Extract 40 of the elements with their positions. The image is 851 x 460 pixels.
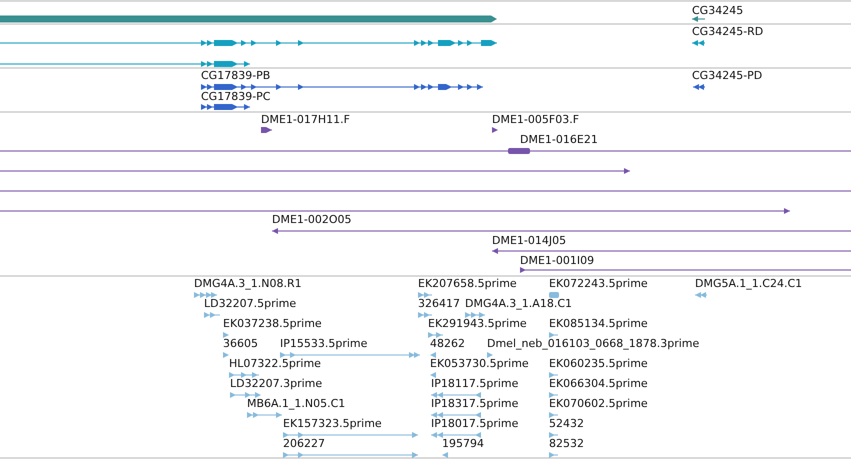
feature-label: 36605 [223, 337, 258, 350]
feature-label: 52432 [549, 417, 584, 430]
feature-label: 206227 [283, 437, 325, 450]
feature-label: EK157323.5prime [283, 417, 382, 430]
feature-label: EK060235.5prime [549, 357, 648, 370]
feature-label: DME1-005F03.F [492, 113, 580, 126]
feature-label: 82532 [549, 437, 584, 450]
feature-label: IP15533.5prime [280, 337, 368, 350]
feature-label: DME1-014J05 [492, 234, 566, 247]
feature-label: 326417 [418, 297, 460, 310]
feature-label: EK070602.5prime [549, 397, 648, 410]
feature-label: LD32207.5prime [204, 297, 296, 310]
feature-label: EK072243.5prime [549, 277, 648, 290]
feature-label: DMG5A.1_1.C24.C1 [695, 277, 802, 290]
feature-label: 195794 [442, 437, 484, 450]
feature-label: DMG4A.3_1.A18.C1 [465, 297, 572, 310]
feature-label: CG34245 [692, 4, 744, 17]
feature-label: EK037238.5prime [223, 317, 322, 330]
feature-label: IP18117.5prime [431, 377, 518, 390]
feature-label: DME1-016E21 [520, 133, 598, 146]
feature-label: DMG4A.3_1.N08.R1 [194, 277, 302, 290]
feature-label: CG34245-PD [692, 69, 762, 82]
feature-label: DME1-001I09 [520, 254, 594, 267]
feature-label: HL07322.5prime [229, 357, 321, 370]
feature-label: IP18317.5prime [431, 397, 518, 410]
feature-label: EK291943.5prime [428, 317, 527, 330]
feature-label: CG17839-PC [201, 90, 270, 103]
feature-label: EK053730.5prime [430, 357, 529, 370]
feature-label: EK066304.5prime [549, 377, 648, 390]
feature-label: CG34245-RD [692, 25, 764, 38]
feature-label: CG17839-PB [201, 69, 270, 82]
feature-label: IP18017.5prime [431, 417, 518, 430]
feature-label: DME1-017H11.F [261, 113, 350, 126]
feature-label: LD32207.3prime [230, 377, 322, 390]
feature-label: 48262 [430, 337, 465, 350]
feature-label: MB6A.1_1.N05.C1 [247, 397, 346, 410]
feature-label: EK207658.5prime [418, 277, 517, 290]
feature-label: Dmel_neb_016103_0668_1878.3prime [487, 337, 700, 350]
feature-label: EK085134.5prime [549, 317, 648, 330]
feature-label: DME1-002O05 [272, 213, 352, 226]
